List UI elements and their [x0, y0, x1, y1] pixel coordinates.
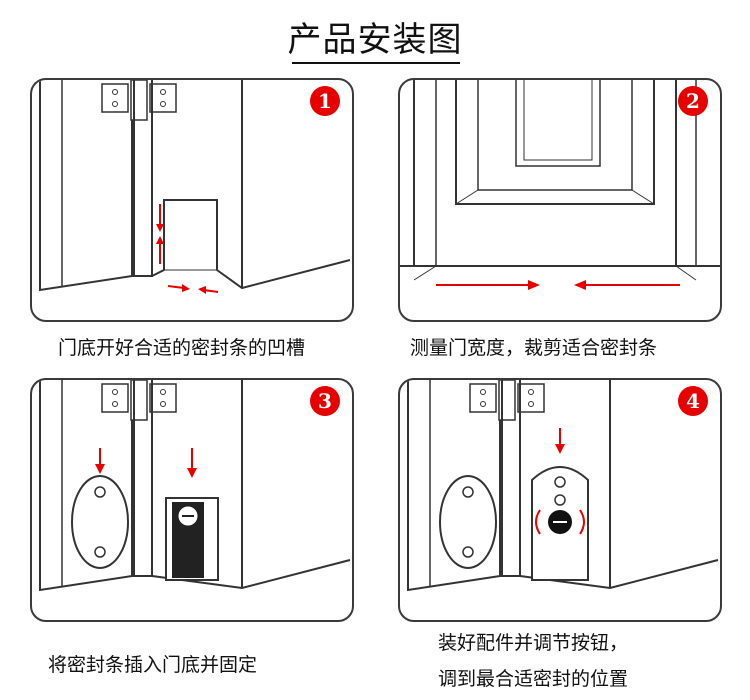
step-3-illustration: [39, 380, 351, 592]
step-2-badge: 2: [678, 86, 708, 116]
step-1-illustration: [39, 80, 351, 294]
step-2-illustration: [400, 80, 720, 290]
step-3-panel: 3: [30, 378, 354, 622]
step-1-badge: 1: [310, 86, 340, 116]
step-4-caption-line-1: 装好配件并调节按钮，: [438, 632, 629, 654]
step-2-panel: 2: [398, 78, 722, 322]
step-4-illustration: [407, 380, 719, 592]
title-underline: [292, 62, 460, 64]
step-2-caption: 测量门宽度，裁剪适合密封条: [410, 337, 658, 359]
step-4-caption-line-2: 调到最合适密封的位置: [438, 668, 629, 690]
step-1-panel: 1: [30, 78, 354, 322]
step-1-caption: 门底开好合适的密封条的凹槽: [58, 337, 306, 359]
step-4-badge: 4: [678, 386, 708, 416]
page-title: 产品安装图: [287, 20, 463, 60]
step-3-badge: 3: [310, 386, 340, 416]
step-4-panel: 4: [398, 378, 722, 622]
step-3-caption: 将密封条插入门底并固定: [48, 654, 258, 676]
